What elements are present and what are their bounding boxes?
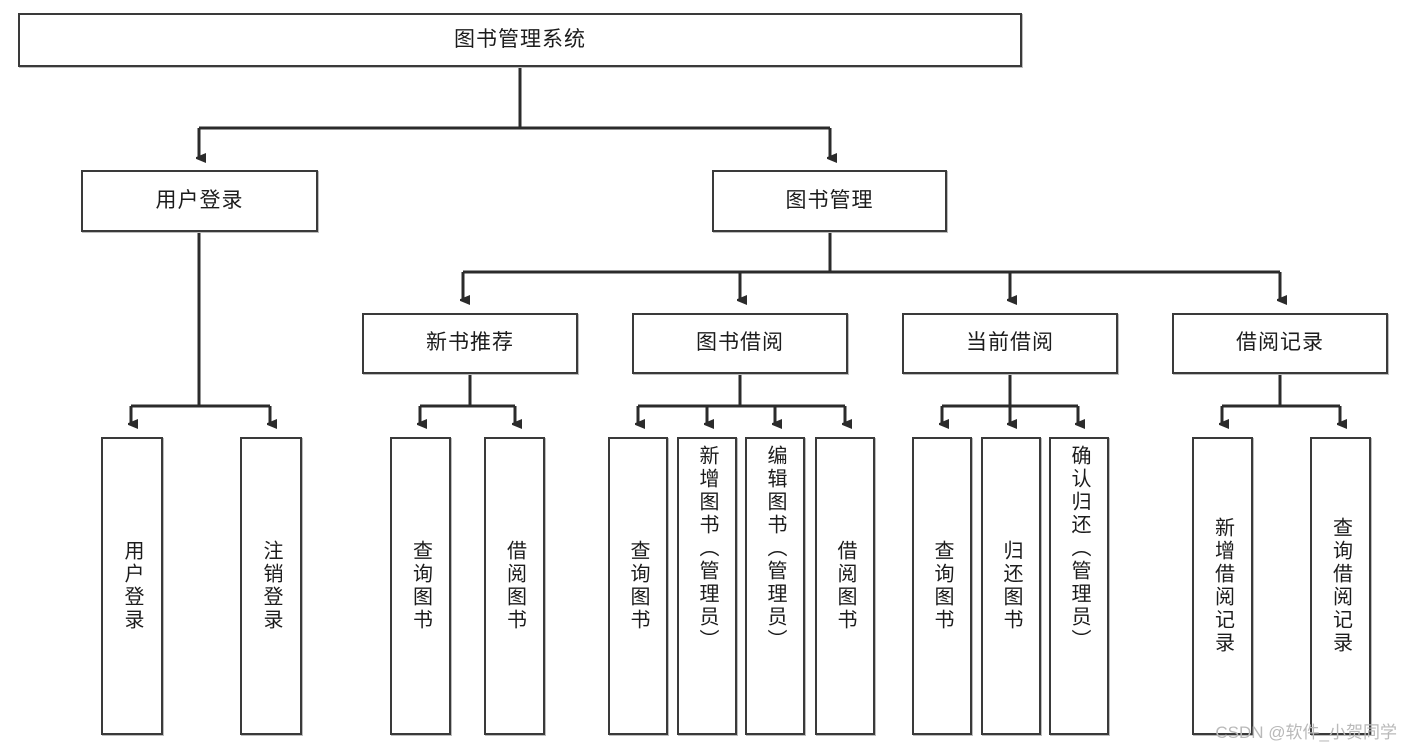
node-new-book-rec[interactable]: 新书推荐 [362, 313, 578, 374]
node-user-login[interactable]: 用户登录 [81, 170, 318, 232]
node-leaf-borrow-book-1[interactable]: 借阅图书 [484, 437, 545, 735]
node-book-manage-label: 图书管理 [785, 188, 874, 212]
node-leaf-query-book-1-label: 查询图书 [409, 540, 432, 632]
node-current-borrow-label: 当前借阅 [966, 331, 1054, 355]
node-leaf-query-record-label: 查询借阅记录 [1329, 517, 1352, 655]
node-leaf-query-book-2-label: 查询图书 [627, 540, 649, 632]
node-leaf-add-record[interactable]: 新增借阅记录 [1192, 437, 1253, 735]
node-leaf-query-book-1[interactable]: 查询图书 [390, 437, 451, 735]
node-new-book-rec-label: 新书推荐 [426, 331, 514, 355]
node-leaf-borrow-book-2[interactable]: 借阅图书 [815, 437, 875, 735]
node-current-borrow[interactable]: 当前借阅 [902, 313, 1118, 374]
node-leaf-confirm-return[interactable]: 确认归还（管理员） [1049, 437, 1109, 735]
node-leaf-edit-book[interactable]: 编辑图书（管理员） [745, 437, 805, 735]
node-leaf-confirm-return-label: 确认归还（管理员） [1068, 445, 1090, 652]
node-book-manage[interactable]: 图书管理 [712, 170, 947, 232]
node-leaf-borrow-book-2-label: 借阅图书 [834, 540, 856, 632]
node-book-borrow[interactable]: 图书借阅 [632, 313, 848, 374]
node-leaf-query-book-3[interactable]: 查询图书 [912, 437, 972, 735]
node-leaf-borrow-book-1-label: 借阅图书 [503, 540, 526, 632]
node-leaf-logout[interactable]: 注销登录 [240, 437, 302, 735]
node-leaf-return-book[interactable]: 归还图书 [981, 437, 1041, 735]
node-leaf-user-login[interactable]: 用户登录 [101, 437, 163, 735]
node-leaf-logout-label: 注销登录 [260, 540, 282, 632]
node-book-borrow-label: 图书借阅 [696, 331, 784, 355]
node-leaf-user-login-label: 用户登录 [121, 540, 143, 632]
watermark: CSDN @软件_小贺同学 [1215, 723, 1397, 742]
node-leaf-add-book-label: 新增图书（管理员） [696, 445, 718, 652]
node-leaf-edit-book-label: 编辑图书（管理员） [764, 445, 786, 652]
node-leaf-query-book-2[interactable]: 查询图书 [608, 437, 668, 735]
node-user-login-label: 用户登录 [155, 188, 244, 212]
node-borrow-record-label: 借阅记录 [1236, 331, 1324, 355]
node-leaf-query-book-3-label: 查询图书 [931, 540, 953, 632]
node-root[interactable]: 图书管理系统 [18, 13, 1022, 67]
node-leaf-add-record-label: 新增借阅记录 [1211, 517, 1234, 655]
node-leaf-add-book[interactable]: 新增图书（管理员） [677, 437, 737, 735]
node-root-label: 图书管理系统 [454, 27, 586, 51]
node-borrow-record[interactable]: 借阅记录 [1172, 313, 1388, 374]
node-leaf-query-record[interactable]: 查询借阅记录 [1310, 437, 1371, 735]
node-leaf-return-book-label: 归还图书 [1000, 540, 1022, 632]
